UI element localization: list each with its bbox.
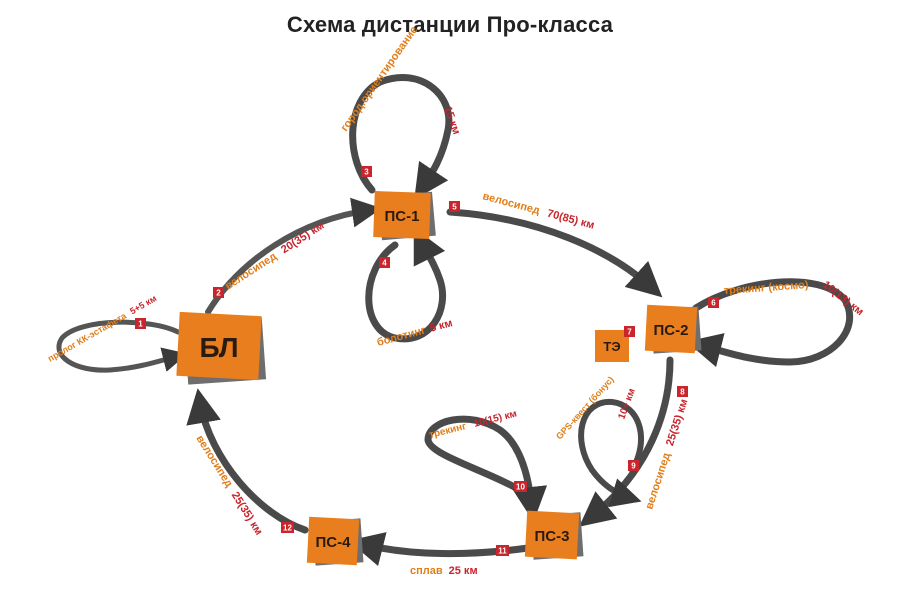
svg-text:9: 9 [631,462,636,471]
leg-6-dist: 10(13) км [820,279,866,318]
svg-text:10(13) км: 10(13) км [820,279,866,318]
leg-9-label: GPS-квест (бонус) [554,374,616,441]
arrow-leg-5 [446,208,663,298]
node-ps2: ПС-2 [644,304,702,354]
marker-11: 11 [496,545,509,556]
leg-8-label: велосипед25(35) км [643,398,690,511]
node-label: ПС-3 [535,528,570,545]
svg-text:велосипед20(35) км: велосипед20(35) км [223,220,326,293]
arrow-leg-4 [365,227,447,343]
node-label: ПС-4 [316,534,352,551]
marker-5: 5 [449,201,460,212]
nodes: БЛ ПС-1 ПС-2 ТЭ ПС-3 ПС-4 [176,191,702,566]
node-label: ТЭ [603,339,620,354]
node-ps4: ПС-4 [306,516,364,566]
arrow-leg-6 [686,278,854,368]
arrow-leg-1 [56,319,188,373]
leg-12-label: велосипед25(35) км [193,433,264,537]
marker-9: 9 [628,460,639,471]
marker-1: 1 [135,318,146,329]
marker-2: 2 [213,287,224,298]
node-bl: БЛ [176,311,267,385]
svg-text:3: 3 [364,168,369,177]
svg-text:12: 12 [283,524,292,533]
svg-text:10: 10 [516,483,525,492]
markers: 1 2 3 4 5 6 7 8 9 10 11 12 [135,166,719,556]
arrow-leg-2 [205,197,382,315]
svg-text:1: 1 [138,320,143,329]
marker-7: 7 [624,326,635,337]
marker-3: 3 [361,166,372,177]
node-te: ТЭ [595,330,629,362]
page-title: Схема дистанции Про-класса [286,12,614,37]
svg-text:2: 2 [216,289,221,298]
svg-text:5: 5 [452,203,457,212]
arrow-leg-3 [349,74,453,200]
svg-text:GPS-квест (бонус): GPS-квест (бонус) [554,374,616,441]
marker-12: 12 [281,522,294,533]
node-label: ПС-1 [385,208,420,225]
svg-text:велосипед25(35) км: велосипед25(35) км [193,433,264,537]
labels: пролог КК-эстафета5+5 км велосипед20(35)… [46,24,866,577]
svg-text:4: 4 [382,259,387,268]
marker-6: 6 [708,297,719,308]
svg-text:трекинг (космо): трекинг (космо) [723,279,809,297]
svg-text:7: 7 [627,328,632,337]
leg-6-label: трекинг (космо) [723,279,809,297]
svg-text:6: 6 [711,299,716,308]
marker-8: 8 [677,386,688,397]
marker-4: 4 [379,257,390,268]
svg-text:велосипед25(35) км: велосипед25(35) км [643,398,690,511]
node-ps1: ПС-1 [373,191,436,241]
svg-text:8: 8 [680,388,685,397]
arrow-leg-9 [578,398,644,508]
svg-text:11: 11 [498,547,507,556]
node-label: ПС-2 [654,322,689,339]
arrows [56,74,854,567]
node-ps3: ПС-3 [524,510,584,560]
node-label: БЛ [199,332,238,363]
marker-10: 10 [514,481,527,492]
arrow-leg-10 [424,415,548,522]
leg-2-label: велосипед20(35) км [223,220,326,293]
